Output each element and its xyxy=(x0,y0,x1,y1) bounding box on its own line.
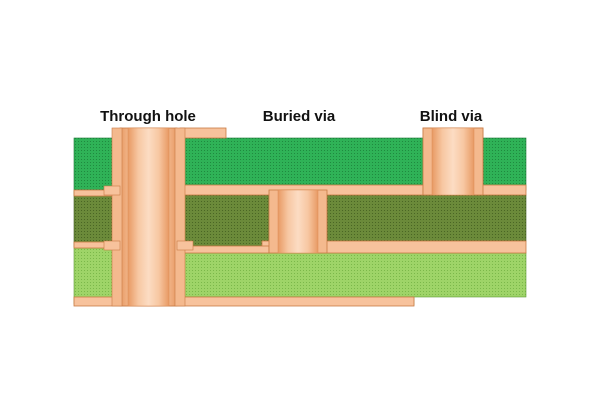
buried-via xyxy=(268,189,328,254)
middle-layer xyxy=(73,190,527,248)
buried-via-label: Buried via xyxy=(262,108,336,125)
blind-via xyxy=(422,127,484,196)
through-hole-via xyxy=(103,127,194,307)
through-hole-label: Through hole xyxy=(100,108,196,125)
blind-via-label: Blind via xyxy=(419,108,483,125)
